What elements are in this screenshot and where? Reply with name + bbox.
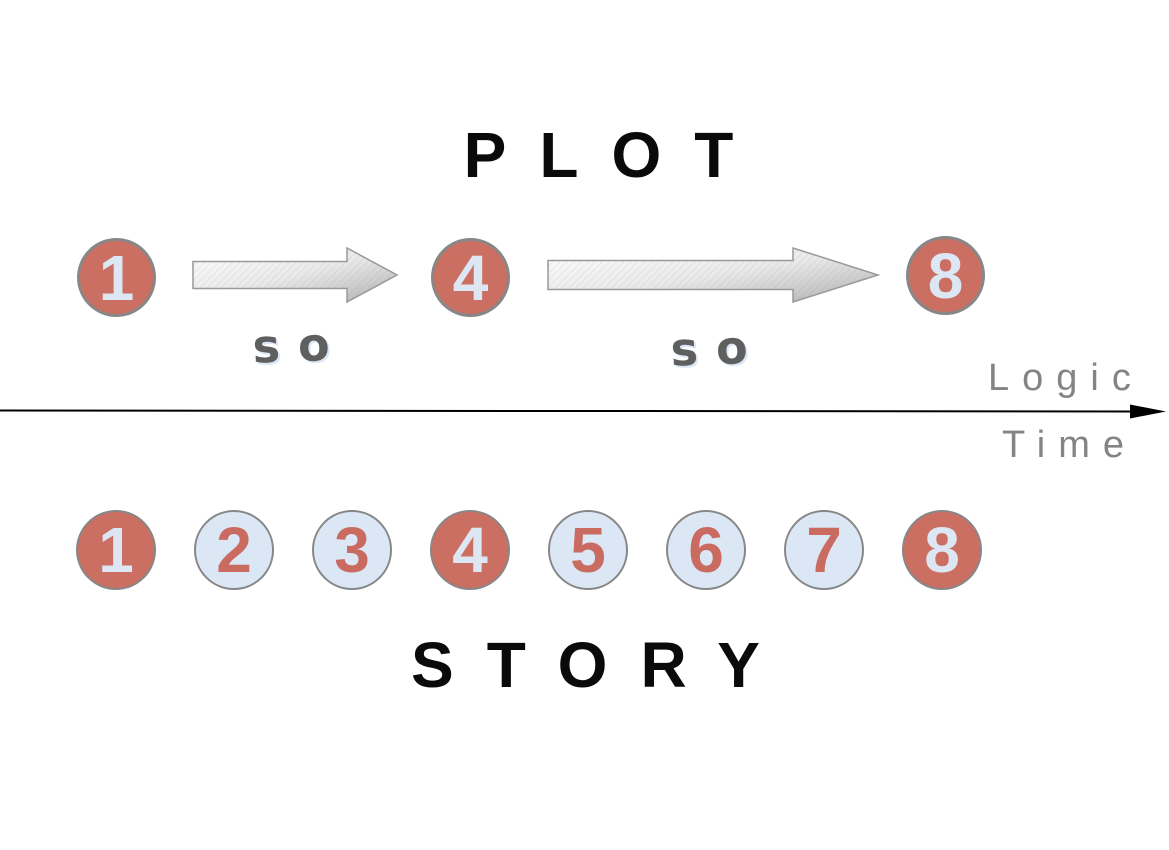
axis-label-logic: Logic <box>988 357 1144 399</box>
connector-label-so-1: so <box>251 316 349 374</box>
plot-node-8: 8 <box>906 236 985 315</box>
story-node-4: 4 <box>430 510 510 590</box>
story-node-5: 5 <box>548 510 628 590</box>
axis-label-time: Time <box>1002 424 1138 466</box>
time-axis-arrow-icon <box>0 404 1166 419</box>
plot-arrow-icon <box>547 246 881 304</box>
connector-label-so-2: so <box>669 319 767 377</box>
story-node-8: 8 <box>902 510 982 590</box>
plot-title: PLOT <box>463 119 767 191</box>
story-node-3: 3 <box>312 510 392 590</box>
story-node-6: 6 <box>666 510 746 590</box>
story-node-1: 1 <box>76 510 156 590</box>
plot-node-1: 1 <box>77 238 156 317</box>
plot-arrow-icon <box>192 246 399 304</box>
story-node-7: 7 <box>784 510 864 590</box>
plot-node-4: 4 <box>431 238 510 317</box>
story-title: STORY <box>411 629 793 701</box>
story-node-2: 2 <box>194 510 274 590</box>
